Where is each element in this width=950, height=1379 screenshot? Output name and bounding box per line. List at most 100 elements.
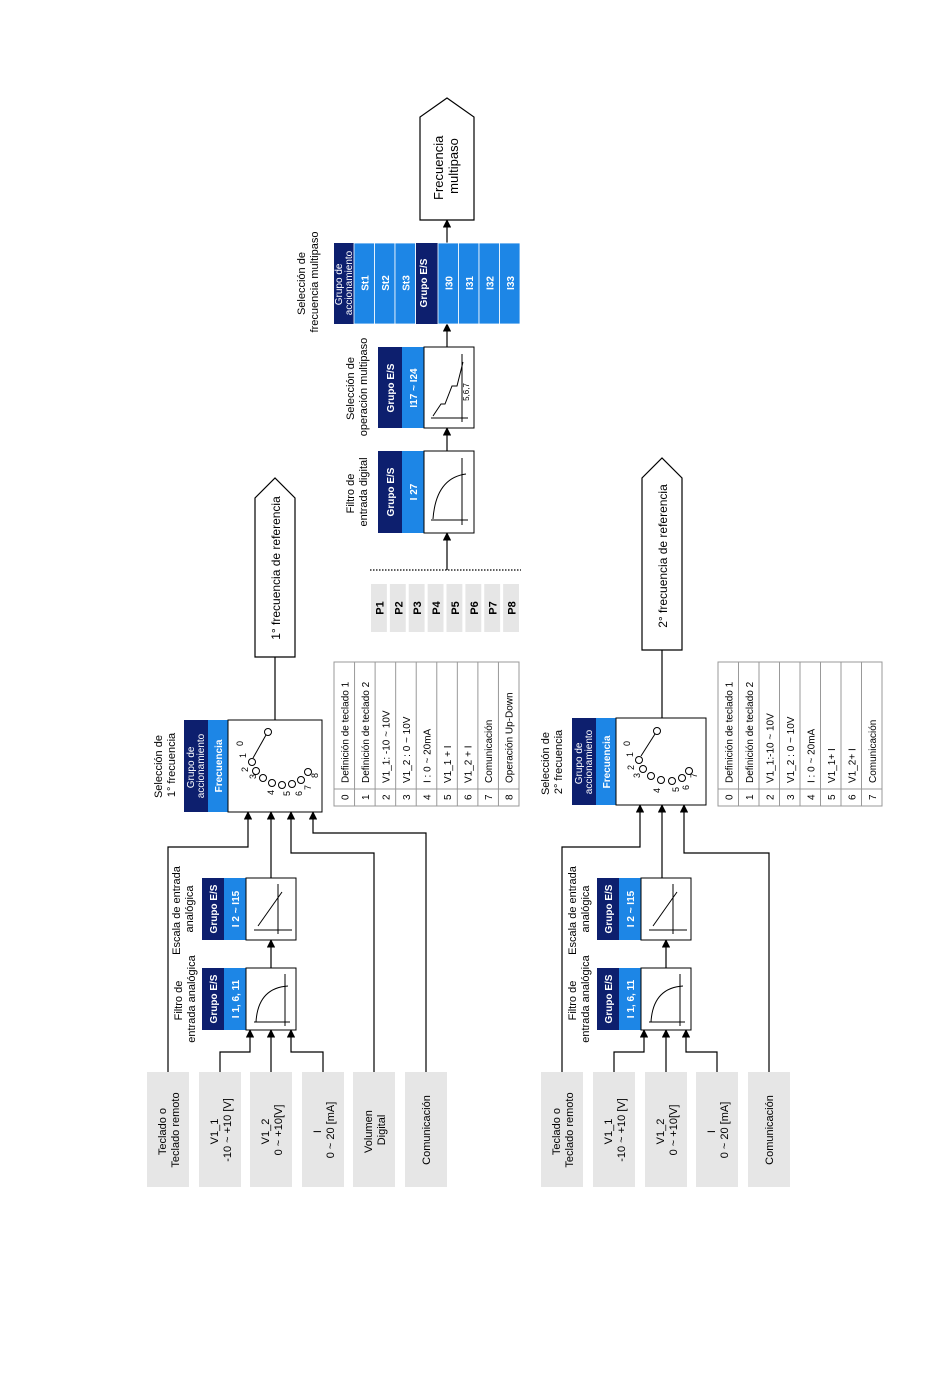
top-option-row-text: Definición de teclado 1: [340, 681, 351, 783]
top-output-label: 1° frecuencia de referencia: [269, 496, 283, 640]
bottom-filter-block: Filtro de entrada analógica Grupo E/S I …: [567, 954, 692, 1043]
top-scale-param: I 2 ~ I15: [231, 890, 242, 927]
svg-text:Filtro de entrada analóg: Filtro de entrada analógica: [567, 954, 592, 1042]
bottom-switch-digit-3: 3: [632, 773, 642, 778]
bottom-connectors: [561, 650, 770, 1072]
top-option-row-text: V1_1: -10 ~ 10V: [381, 710, 392, 783]
bottom-selector-caption-2: 2° frecuencia: [553, 729, 565, 794]
svg-text:Teclado o Teclado remoto: Teclado o Teclado remoto: [157, 1092, 182, 1167]
bottom-selector-group-2: accionamiento: [584, 729, 595, 794]
top-input-current: I 0 ~ 20 [mA]: [302, 1072, 344, 1187]
top-output-reference: 1° frecuencia de referencia: [254, 477, 296, 658]
frequency-param-st: St1: [360, 275, 371, 291]
top-connectors: [167, 657, 427, 1072]
bottom-option-row-text: V1_2+ I: [847, 748, 858, 783]
svg-text:V1_2 0 ~ +10[V]: V1_2 0 ~ +10[V]: [260, 1105, 285, 1156]
bottom-input-v1-2: V1_2 0 ~ +10[V]: [645, 1072, 687, 1187]
svg-text:Filtro de entrada analóg: Filtro de entrada analógica: [173, 954, 198, 1042]
bottom-option-row-text: Definición de teclado 2: [745, 681, 756, 783]
top-option-row-text: Comunicación: [484, 720, 495, 783]
svg-text:Selección de 2° frecuenc: Selección de 2° frecuencia: [540, 729, 565, 795]
bottom-option-row-num: 4: [806, 794, 817, 800]
top-scale-caption-2: analógica: [184, 885, 196, 933]
bottom-input-v1-2-line1: V1_2: [655, 1119, 667, 1145]
bottom-option-row-text: V1_1+ I: [827, 748, 838, 783]
bottom-switch-digit-7: 7: [689, 773, 699, 778]
svg-text:I 0 ~ 20 [mA]: I 0 ~ 20 [mA]: [706, 1102, 731, 1159]
svg-text:Filtro de entrada digita: Filtro de entrada digital: [345, 457, 370, 526]
bottom-input-v1-1: V1_1 -10 ~ +10 [V]: [593, 1072, 635, 1187]
multistep-frequency-table: Selección de frecuencia multipaso Grupo …: [296, 232, 521, 333]
svg-text:Selección de operación m: Selección de operación multipaso: [345, 338, 370, 436]
svg-text:Escala de entrada analóg: Escala de entrada analógica: [171, 863, 196, 955]
frequency-param-st: St2: [381, 275, 392, 291]
terminal-label: P4: [431, 600, 443, 614]
bottom-input-v1-1-line2: -10 ~ +10 [V]: [616, 1098, 628, 1162]
svg-text:Comunicación: Comunicación: [764, 1095, 776, 1165]
bottom-input-v1-1-line1: V1_1: [603, 1119, 615, 1145]
bottom-option-row-num: 2: [765, 794, 776, 800]
top-filter-param: I 1, 6, 11: [231, 979, 242, 1018]
frequency-param-io: I30: [444, 276, 455, 290]
terminal-label: P6: [469, 601, 481, 614]
top-selector-group-2: accionamiento: [196, 733, 207, 798]
bottom-option-row-num: 1: [745, 794, 756, 800]
top-input-keypad-line1: Teclado o: [157, 1108, 169, 1155]
bottom-option-row-num: 5: [827, 794, 838, 800]
svg-text:Frecuencia multipaso: Frecuencia multipaso: [431, 132, 461, 200]
top-option-row-text: V1_2 + I: [464, 745, 475, 783]
top-input-current-line2: 0 ~ 20 [mA]: [325, 1102, 337, 1159]
operation-caption-1: Selección de: [345, 357, 357, 420]
bottom-frequency-selector: Selección de 2° frecuencia Grupo de acci…: [540, 717, 707, 806]
bottom-scale-block: Escala de entrada analógica Grupo E/S I …: [567, 865, 692, 955]
svg-text:Teclado o Teclado remoto: Teclado o Teclado remoto: [551, 1092, 576, 1167]
bottom-option-row-text: Comunicación: [868, 720, 879, 783]
bottom-input-current: I 0 ~ 20 [mA]: [696, 1072, 738, 1187]
terminal-label: P5: [450, 601, 462, 614]
svg-text:V1_1 -10 ~ +10 [V]: V1_1 -10 ~ +10 [V]: [603, 1098, 628, 1162]
svg-text:Grupo de accionamiento: Grupo de accionamiento: [186, 733, 207, 798]
bottom-switch-digit-6: 6: [681, 785, 691, 790]
multistep-operation-block: Selección de operación multipaso Grupo E…: [345, 338, 475, 436]
top-switch-digit-5: 5: [282, 791, 292, 796]
bottom-option-row-num: 3: [786, 794, 797, 800]
operation-param: I17 ~ I24: [409, 368, 420, 408]
top-input-v1-2: V1_2 0 ~ +10[V]: [250, 1072, 292, 1187]
top-option-row-num: 7: [484, 794, 495, 800]
digital-filter-param: I 27: [409, 483, 420, 500]
terminal-label: P8: [507, 601, 519, 614]
top-input-keypad: Teclado o Teclado remoto: [147, 1072, 189, 1187]
top-input-communication: Comunicación: [405, 1072, 447, 1187]
terminal-label: P7: [488, 601, 500, 614]
top-switch-digit-4: 4: [266, 790, 276, 795]
bottom-output-label: 2° frecuencia de referencia: [656, 484, 670, 628]
frequency-caption-2: frecuencia multipaso: [309, 232, 321, 333]
frequency-caption-1: Selección de: [296, 252, 308, 315]
multistep-output-line1: Frecuencia: [431, 135, 446, 200]
top-switch-digit-6: 6: [294, 791, 304, 796]
top-option-row-text: Operación Up-Down: [505, 692, 516, 783]
top-scale-block: Escala de entrada analógica Grupo E/S I …: [171, 863, 297, 955]
top-scale-group: Grupo E/S: [209, 884, 220, 933]
frequency-group-1: Grupo de: [334, 263, 345, 305]
top-filter-caption-1: Filtro de: [173, 981, 185, 1021]
bottom-filter-param: I 1, 6, 11: [626, 979, 637, 1018]
bottom-option-row-text: V1_1:-10 ~ 10V: [765, 713, 776, 783]
top-diagram: Teclado o Teclado remoto V1_1 -10 ~ +10 …: [147, 477, 520, 1187]
top-filter-caption-2: entrada analógica: [186, 954, 198, 1042]
frequency-group2: Grupo E/S: [419, 258, 430, 307]
svg-text:Volumen Digital: Volumen Digital: [363, 1107, 388, 1153]
top-option-row-num: 5: [443, 794, 454, 800]
svg-text:I 0 ~ 20 [mA]: I 0 ~ 20 [mA]: [312, 1102, 337, 1159]
bottom-scale-param: I 2 ~ I15: [626, 890, 637, 927]
bottom-filter-caption-1: Filtro de: [567, 981, 579, 1021]
bottom-option-row-num: 0: [724, 794, 735, 800]
bottom-input-keypad: Teclado o Teclado remoto: [541, 1072, 583, 1187]
frequency-group-2: accionamiento: [344, 250, 355, 315]
frequency-param-io: I32: [485, 276, 496, 290]
